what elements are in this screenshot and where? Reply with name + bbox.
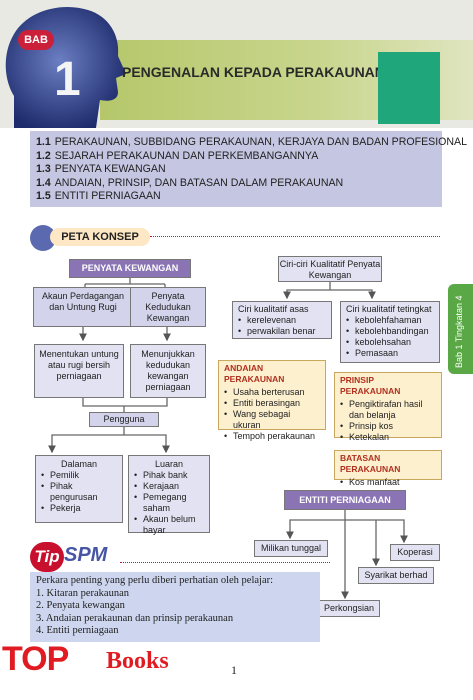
andaian-perakaunan-box: ANDAIAN PERAKAUNAN Usaha berterusan Enti… [218, 360, 326, 442]
entiti-perniagaan-box: ENTITI PERNIAGAAN [284, 490, 406, 510]
list-item: kebolehsahan [346, 337, 434, 348]
luaran-box: Luaran Pihak bank Kerajaan Pemegang saha… [128, 455, 210, 536]
green-accent-square [378, 52, 440, 124]
tip-intro: Perkara penting yang perlu diberi perhat… [36, 575, 274, 586]
list-item: Pihak bank [134, 470, 204, 481]
chapter-number: 1 [54, 53, 81, 106]
list-item: Pengiktirafan hasil dan belanja [340, 399, 436, 421]
list-item: kebolehfahaman [346, 315, 434, 326]
list-item: Kerajaan [134, 481, 204, 492]
dotted-divider [150, 236, 440, 237]
ciri-asas-box: Ciri kualitatif asas kerelevenan perwaki… [232, 301, 332, 339]
prinsip-perakaunan-box: PRINSIP PERAKAUNAN Pengiktirafan hasil d… [334, 372, 442, 443]
list-item: Pemilik [41, 470, 117, 481]
milikan-tunggal-box: Milikan tunggal [254, 540, 328, 557]
concept-map-heading: PETA KONSEP [50, 228, 150, 246]
list-item: Pemasaan [346, 348, 434, 359]
andaian-title: ANDAIAN PERAKAUNAN [224, 363, 285, 384]
list-item: Usaha berterusan [224, 387, 320, 398]
tip-box: Perkara penting yang perlu diberi perhat… [30, 572, 320, 642]
ciri-asas-title: Ciri kualitatif asas [238, 304, 309, 314]
chapter-title: PENGENALAN KEPADA PERAKAUNAN [122, 64, 385, 80]
list-item: Pemegang saham [134, 492, 204, 514]
tip-item: 1. Kitaran perakaunan [36, 587, 129, 599]
list-item: kebolehbandingan [346, 326, 434, 337]
tip-icon: Tip [30, 542, 64, 572]
list-item: perwakilan benar [238, 326, 326, 337]
list-item: Tempoh perakaunan [224, 431, 320, 442]
penyata-kewangan-box: PENYATA KEWANGAN [69, 259, 191, 278]
list-item: Entiti berasingan [224, 398, 320, 409]
chapter-side-tab: Bab 1 Tingkatan 4 [448, 284, 473, 374]
menunjukkan-box: Menunjukkan kedudukan kewangan perniagaa… [130, 344, 206, 398]
list-item: Ketekalan [340, 432, 436, 443]
list-item: Akaun belum bayar [134, 514, 204, 536]
list-item: kerelevenan [238, 315, 326, 326]
akaun-perdagangan-box: Akaun Perdagangan dan Untung Rugi [33, 287, 133, 327]
tip-item: 2. Penyata kewangan [36, 600, 125, 611]
koperasi-box: Koperasi [390, 544, 440, 561]
list-item: Pekerja [41, 503, 117, 514]
luaran-title: Luaran [154, 459, 184, 469]
tip-item: 3. Andaian perakaunan dan prinsip peraka… [36, 612, 234, 624]
page-number: 1 [231, 663, 237, 677]
list-item: Kos manfaat [340, 477, 436, 488]
batasan-perakaunan-box: BATASAN PERAKAUNAN Kos manfaat [334, 450, 442, 488]
watermark-top: TOP [2, 640, 69, 678]
tip-spm-heading: SPM [64, 544, 108, 566]
side-tab-label: Bab 1 Tingkatan 4 [454, 295, 464, 368]
tip-item: 4. Entiti perniagaan [36, 625, 119, 636]
dalaman-title: Dalaman [60, 459, 98, 469]
chapter-label: BAB [18, 30, 54, 50]
tip-divider [120, 562, 330, 563]
batasan-title: BATASAN PERAKAUNAN [340, 453, 401, 474]
prinsip-title: PRINSIP PERAKAUNAN [340, 375, 401, 396]
list-item: Wang sebagai ukuran [224, 409, 320, 431]
ciri-tetingkat-title: Ciri kualitatif tetingkat [346, 304, 432, 314]
pengguna-box: Pengguna [89, 412, 159, 427]
penyata-kedudukan-box: Penyata Kedudukan Kewangan [130, 287, 206, 327]
list-item: Prinsip kos [340, 421, 436, 432]
dalaman-box: Dalaman Pemilik Pihak pengurusan Pekerja [35, 455, 123, 523]
menentukan-box: Menentukan untung atau rugi bersih perni… [34, 344, 124, 398]
syarikat-berhad-box: Syarikat berhad [358, 567, 434, 584]
watermark-books: Books [106, 648, 169, 674]
perkongsian-box: Perkongsian [318, 600, 380, 617]
ciri-tetingkat-box: Ciri kualitatif tetingkat kebolehfahaman… [340, 301, 440, 363]
ciri-ciri-kualitatif-box: Ciri-ciri Kualitatif Penyata Kewangan [278, 256, 382, 282]
list-item: Pihak pengurusan [41, 481, 117, 503]
